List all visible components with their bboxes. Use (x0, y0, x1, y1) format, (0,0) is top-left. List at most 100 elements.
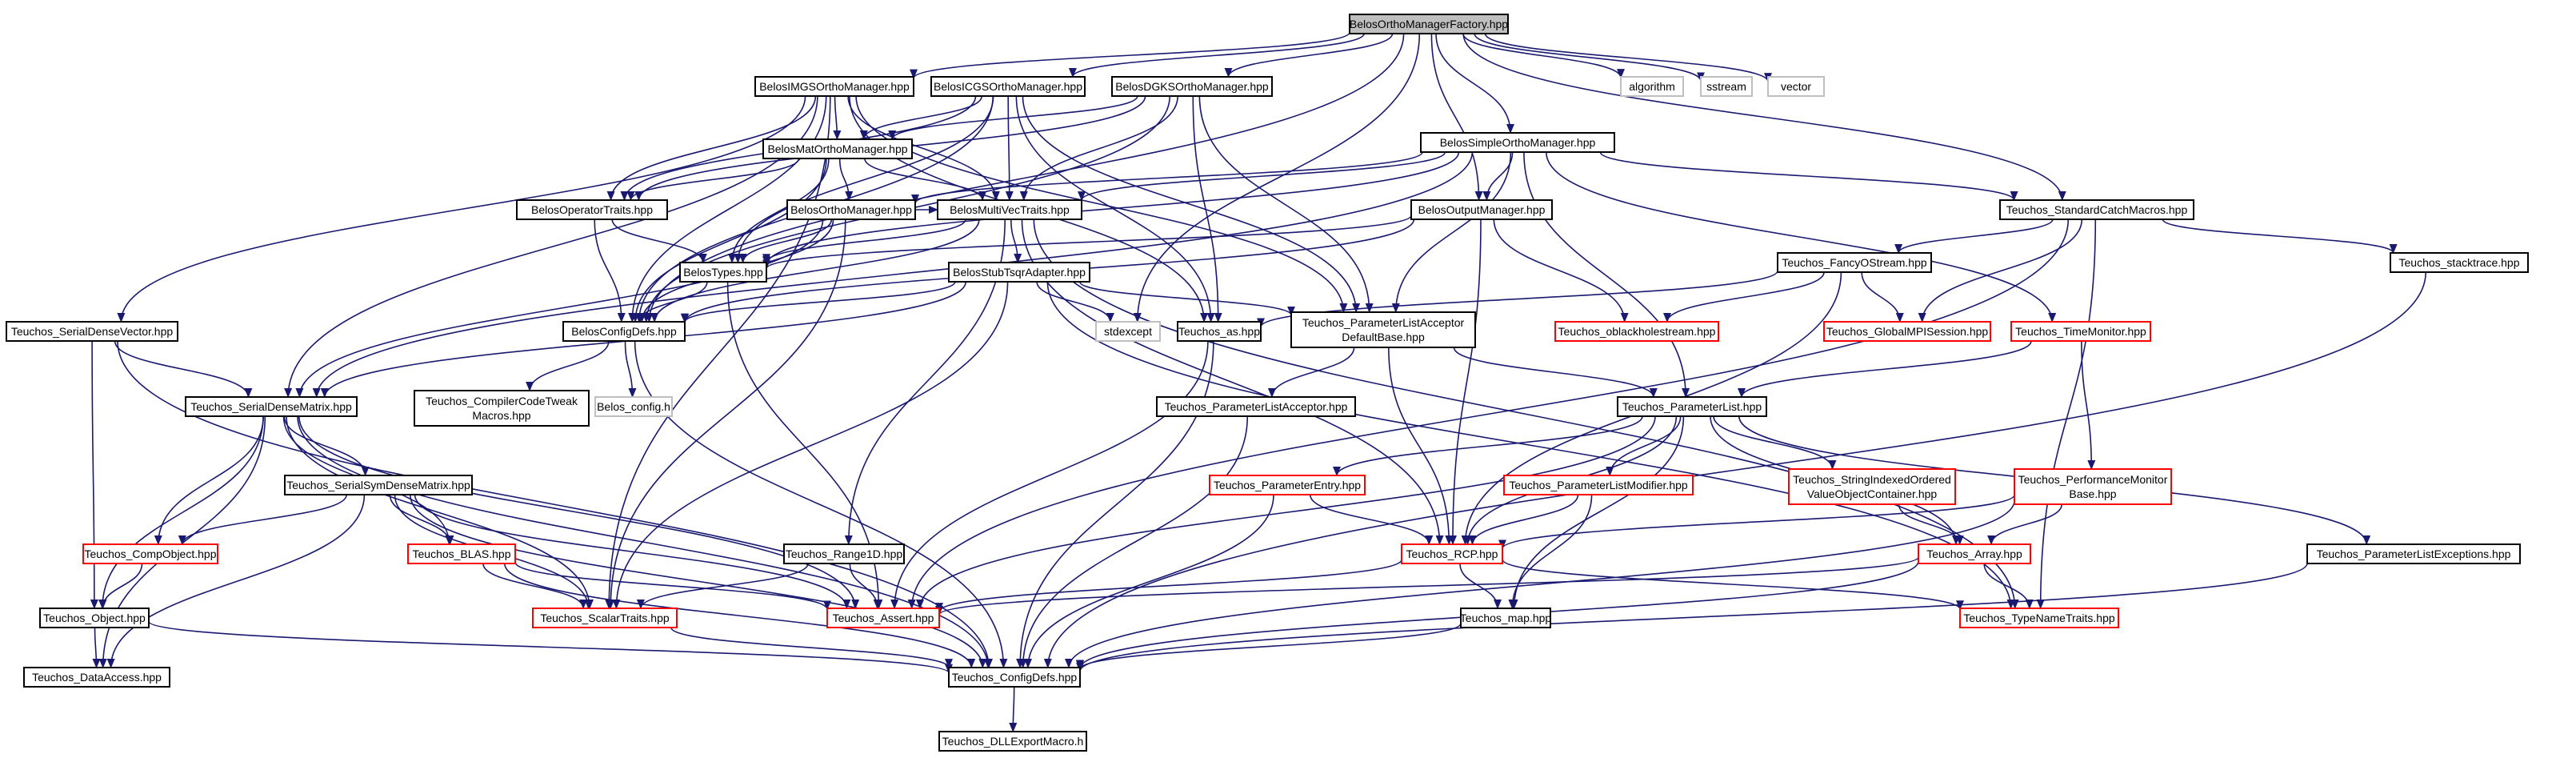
node-box-ortho[interactable] (786, 199, 916, 220)
node-dataaccess[interactable]: Teuchos_DataAccess.hpp (23, 667, 170, 688)
node-box-gmpi[interactable] (1823, 321, 1991, 342)
node-box-rcp[interactable] (1401, 543, 1503, 564)
node-box-plexc[interactable] (2306, 543, 2521, 564)
node-box-tconfig[interactable] (948, 667, 1081, 688)
node-algorithm[interactable]: algorithm (1620, 76, 1684, 97)
node-box-pla[interactable] (1156, 396, 1356, 417)
node-box-optraits[interactable] (516, 199, 668, 220)
node-box-plmod[interactable] (1503, 475, 1694, 495)
node-box-object[interactable] (39, 608, 150, 628)
node-as[interactable]: Teuchos_as.hpp (1177, 321, 1262, 342)
node-box-as[interactable] (1177, 321, 1262, 342)
node-mat[interactable]: BelosMatOrthoManager.hpp (762, 138, 913, 159)
node-box-compobj[interactable] (82, 543, 218, 564)
node-box-multivec[interactable] (937, 199, 1082, 220)
node-vector[interactable]: vector (1767, 76, 1825, 97)
node-box-fancy[interactable] (1777, 252, 1932, 273)
node-box-stacktrace[interactable] (2390, 252, 2529, 273)
node-box-sdvec[interactable] (6, 321, 178, 342)
node-box-mat[interactable] (762, 138, 913, 159)
node-box-assert[interactable] (826, 608, 940, 628)
node-box-imgs[interactable] (754, 76, 914, 97)
node-box-pentry[interactable] (1209, 475, 1366, 495)
node-box-simple[interactable] (1420, 132, 1615, 153)
node-fancy[interactable]: Teuchos_FancyOStream.hpp (1777, 252, 1932, 273)
node-output[interactable]: BelosOutputManager.hpp (1410, 199, 1553, 220)
node-box-stubtsqr[interactable] (948, 262, 1090, 283)
node-timemon[interactable]: Teuchos_TimeMonitor.hpp (2010, 321, 2151, 342)
node-ortho[interactable]: BelosOrthoManager.hpp (786, 199, 916, 220)
node-scalar[interactable]: Teuchos_ScalarTraits.hpp (532, 608, 678, 628)
node-dllexport[interactable]: Teuchos_DLLExportMacro.h (938, 731, 1087, 752)
node-oblack[interactable]: Teuchos_oblackholestream.hpp (1554, 321, 1719, 342)
node-box-types[interactable] (679, 262, 767, 283)
node-box-perfmon[interactable] (2014, 468, 2172, 505)
node-stdexcept[interactable]: stdexcept (1095, 321, 1161, 342)
node-multivec[interactable]: BelosMultiVecTraits.hpp (937, 199, 1082, 220)
node-box-timemon[interactable] (2010, 321, 2151, 342)
node-imgs[interactable]: BelosIMGSOrthoManager.hpp (754, 76, 914, 97)
node-sstream[interactable]: sstream (1700, 76, 1753, 97)
node-box-belosconfig[interactable] (594, 396, 673, 417)
node-optraits[interactable]: BelosOperatorTraits.hpp (516, 199, 668, 220)
node-object[interactable]: Teuchos_Object.hpp (39, 608, 150, 628)
node-plexc[interactable]: Teuchos_ParameterListExceptions.hpp (2306, 543, 2521, 564)
node-box-cctweak[interactable] (414, 390, 590, 427)
node-box-plad[interactable] (1290, 311, 1476, 348)
node-typename[interactable]: Teuchos_TypeNameTraits.hpp (1959, 608, 2119, 628)
node-sdmat[interactable]: Teuchos_SerialDenseMatrix.hpp (185, 396, 358, 417)
node-box-vector[interactable] (1767, 76, 1825, 97)
node-pla[interactable]: Teuchos_ParameterListAcceptor.hpp (1156, 396, 1356, 417)
node-box-root[interactable] (1349, 14, 1509, 34)
node-compobj[interactable]: Teuchos_CompObject.hpp (82, 543, 218, 564)
node-gmpi[interactable]: Teuchos_GlobalMPISession.hpp (1823, 321, 1991, 342)
node-plist[interactable]: Teuchos_ParameterList.hpp (1617, 396, 1767, 417)
node-config[interactable]: BelosConfigDefs.hpp (562, 321, 686, 342)
node-map[interactable]: Teuchos_map.hpp (1460, 608, 1552, 628)
node-assert[interactable]: Teuchos_Assert.hpp (826, 608, 940, 628)
node-box-dgks[interactable] (1111, 76, 1273, 97)
node-box-config[interactable] (562, 321, 686, 342)
node-plmod[interactable]: Teuchos_ParameterListModifier.hpp (1503, 475, 1694, 495)
node-rcp[interactable]: Teuchos_RCP.hpp (1401, 543, 1503, 564)
node-box-map[interactable] (1460, 608, 1551, 628)
node-blas[interactable]: Teuchos_BLAS.hpp (407, 543, 516, 564)
node-ssdmat[interactable]: Teuchos_SerialSymDenseMatrix.hpp (284, 475, 473, 495)
node-icgs[interactable]: BelosICGSOrthoManager.hpp (930, 76, 1086, 97)
node-dgks[interactable]: BelosDGKSOrthoManager.hpp (1111, 76, 1273, 97)
node-box-scalar[interactable] (532, 608, 678, 628)
node-box-dataaccess[interactable] (23, 667, 170, 688)
node-box-ssdmat[interactable] (284, 475, 473, 495)
node-box-blas[interactable] (407, 543, 516, 564)
node-box-typename[interactable] (1959, 608, 2119, 628)
node-box-dllexport[interactable] (938, 731, 1087, 752)
node-box-range1d[interactable] (783, 543, 905, 564)
node-pentry[interactable]: Teuchos_ParameterEntry.hpp (1209, 475, 1366, 495)
node-box-icgs[interactable] (930, 76, 1086, 97)
node-box-catch[interactable] (1999, 199, 2194, 220)
node-box-oblack[interactable] (1554, 321, 1719, 342)
node-box-sstream[interactable] (1700, 76, 1753, 97)
node-range1d[interactable]: Teuchos_Range1D.hpp (783, 543, 905, 564)
node-box-algorithm[interactable] (1620, 76, 1684, 97)
node-sdvec[interactable]: Teuchos_SerialDenseVector.hpp (6, 321, 178, 342)
node-stacktrace[interactable]: Teuchos_stacktrace.hpp (2390, 252, 2529, 273)
node-catch[interactable]: Teuchos_StandardCatchMacros.hpp (1999, 199, 2194, 220)
node-box-output[interactable] (1410, 199, 1553, 220)
node-box-array[interactable] (1918, 543, 2031, 564)
node-box-stdexcept[interactable] (1095, 321, 1161, 342)
node-root[interactable]: BelosOrthoManagerFactory.hpp (1349, 14, 1509, 34)
node-box-plist[interactable] (1617, 396, 1767, 417)
node-types[interactable]: BelosTypes.hpp (679, 262, 767, 283)
node-box-sdmat[interactable] (185, 396, 358, 417)
node-box-sivoc[interactable] (1788, 468, 1956, 505)
node-array[interactable]: Teuchos_Array.hpp (1918, 543, 2031, 564)
node-simple[interactable]: BelosSimpleOrthoManager.hpp (1420, 132, 1615, 153)
node-belosconfig[interactable]: Belos_config.h (594, 396, 673, 417)
node-tconfig[interactable]: Teuchos_ConfigDefs.hpp (948, 667, 1081, 688)
node-stubtsqr[interactable]: BelosStubTsqrAdapter.hpp (948, 262, 1090, 283)
